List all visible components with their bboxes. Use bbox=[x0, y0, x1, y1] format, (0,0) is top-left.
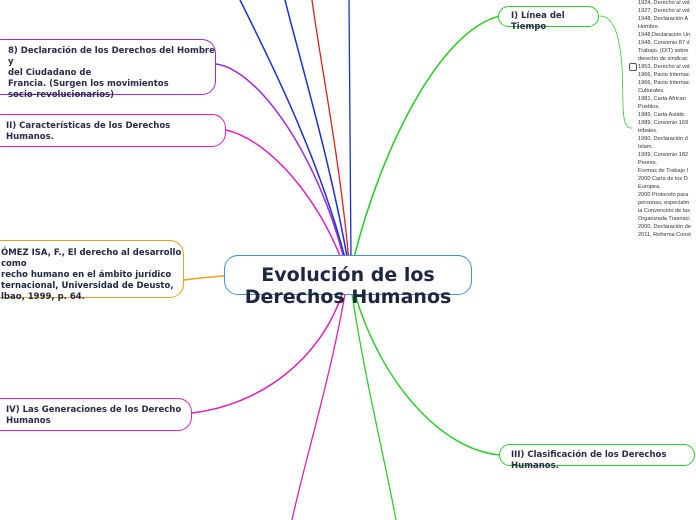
node-generaciones[interactable]: IV) Las Generaciones de los Derecho Huma… bbox=[0, 398, 192, 431]
node-declaracion-line: del Ciudadano de bbox=[8, 68, 92, 78]
branch-top-red bbox=[311, 0, 350, 263]
node-timeline[interactable]: I) Línea del Tiempo bbox=[498, 6, 599, 32]
branch-timeline-sub bbox=[599, 15, 633, 129]
branch-top-blue-1 bbox=[239, 0, 347, 263]
timeline-line: la Convención de las bbox=[638, 208, 690, 214]
timeline-line: 1986, Carta Asiátic bbox=[638, 112, 685, 118]
timeline-line: 1990, Declaración d bbox=[638, 136, 688, 142]
timeline-line: 1966, Pacto Internac bbox=[638, 72, 690, 78]
branch-bottom-green bbox=[351, 293, 397, 520]
timeline-line: 1999, Convenio 182 bbox=[638, 152, 689, 158]
node-gomez-line: lbao, 1999, p. 64. bbox=[1, 292, 85, 302]
branch-top-blue-2 bbox=[284, 0, 349, 263]
node-gomez-line: ÓMEZ ISA, F., El derecho al desarrollo c… bbox=[1, 248, 182, 269]
timeline-line: Formas de Trabajo I bbox=[638, 168, 689, 174]
timeline-line: Organizada Trasnaci bbox=[638, 216, 690, 222]
timeline-line: 1927, Derecho al vot bbox=[638, 8, 690, 14]
timeline-line: 2011, Reforma Const bbox=[638, 232, 691, 238]
timeline-line: 1966, Pacto Internac bbox=[638, 80, 690, 86]
node-clasificacion[interactable]: III) Clasificación de los Derechos Human… bbox=[499, 444, 695, 471]
branch-generaciones bbox=[191, 293, 343, 414]
branch-timeline bbox=[352, 15, 501, 263]
timeline-line: Culturales. bbox=[638, 88, 665, 94]
central-title-line2: Derechos Humanos bbox=[244, 286, 452, 308]
branch-bottom-magenta bbox=[291, 293, 346, 520]
branch-caracteristicas bbox=[225, 129, 344, 265]
timeline-line: 1924, Derecho al vot bbox=[638, 0, 690, 6]
timeline-line: tribales. bbox=[638, 128, 658, 134]
branch-declaracion bbox=[215, 63, 346, 264]
node-declaracion-line: Francia. (Surgen los movimientos bbox=[8, 79, 169, 89]
timeline-line: 1953, Derecho al vot bbox=[638, 64, 690, 70]
timeline-line: personas, especialm bbox=[638, 200, 690, 206]
timeline-line: derecho de sindicac bbox=[638, 56, 688, 62]
timeline-line: Trabajo. (OIT) sobre bbox=[638, 48, 689, 54]
timeline-line: Islam. bbox=[638, 144, 653, 150]
node-clasificacion-label: III) Clasificación de los Derechos Human… bbox=[511, 450, 667, 471]
timeline-line: Europea. bbox=[638, 184, 661, 190]
node-declaracion-line: socio-revolucionarios) bbox=[8, 90, 114, 100]
timeline-line: Hombre. bbox=[638, 24, 660, 30]
timeline-line: 1948,Declaración Un bbox=[638, 32, 691, 38]
node-generaciones-line: Humanos bbox=[6, 416, 51, 426]
node-caracteristicas-line: II) Características de los Derechos bbox=[6, 121, 171, 131]
branch-top-blue-3 bbox=[348, 0, 352, 263]
timeline-line: Pueblos. bbox=[638, 104, 660, 110]
timeline-line: 2000, Declaración de bbox=[638, 224, 691, 230]
timeline-line: 1981, Carta African bbox=[638, 96, 686, 102]
node-declaracion-line: 8) Declaración de los Derechos del Hombr… bbox=[8, 46, 215, 67]
timeline-line: 2000 Carta de los D bbox=[638, 176, 688, 182]
node-caracteristicas[interactable]: II) Características de los Derechos Huma… bbox=[0, 114, 226, 147]
timeline-line: 1989, Convenio 169 bbox=[638, 120, 689, 126]
node-timeline-label: I) Línea del Tiempo bbox=[511, 11, 565, 32]
central-topic[interactable]: Evolución de los Derechos Humanos bbox=[224, 255, 472, 308]
node-gomez-line: ternacional, Universidad de Deusto, bbox=[1, 281, 174, 291]
timeline-line: 2000 Protocolo para bbox=[638, 192, 689, 198]
central-title-line1: Evolución de los bbox=[261, 264, 435, 286]
node-gomez-line: recho humano en el ámbito jurídico bbox=[1, 270, 172, 280]
node-gomez[interactable]: ÓMEZ ISA, F., El derecho al desarrollo c… bbox=[0, 240, 184, 302]
timeline-line: Peores. bbox=[638, 160, 658, 166]
node-declaracion[interactable]: 8) Declaración de los Derechos del Hombr… bbox=[0, 39, 216, 100]
timeline-line: 1948, Convenio 87 d bbox=[638, 40, 690, 46]
node-generaciones-line: IV) Las Generaciones de los Derecho bbox=[6, 405, 182, 415]
branch-clasificacion bbox=[354, 293, 501, 456]
node-caracteristicas-line: Humanos. bbox=[6, 132, 54, 142]
timeline-line: 1948, Declaración A bbox=[638, 16, 689, 22]
collapse-toggle-icon[interactable] bbox=[629, 63, 637, 71]
